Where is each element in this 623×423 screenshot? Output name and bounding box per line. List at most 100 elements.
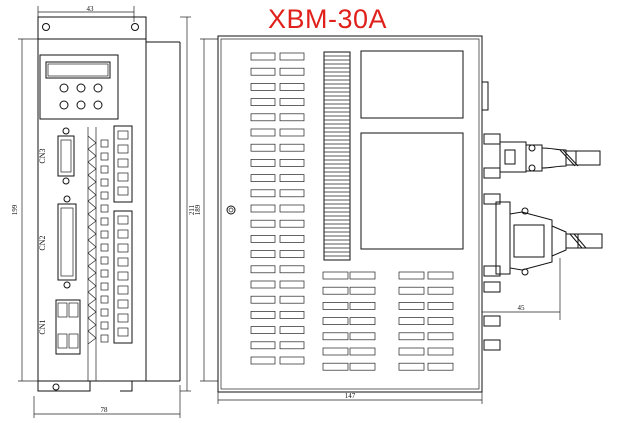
terminal-screw — [100, 269, 109, 278]
terminal-divider — [87, 252, 97, 267]
ground-screw — [226, 205, 236, 215]
terminal-divider — [87, 304, 97, 319]
vent-slot — [250, 341, 276, 350]
vent-slot — [250, 52, 276, 61]
vent-slot — [398, 271, 425, 280]
vent-slot — [250, 83, 276, 91]
vent-slot — [279, 98, 305, 106]
terminal-divider — [87, 317, 97, 332]
keypad-button — [59, 100, 69, 110]
terminal-screw — [100, 191, 109, 200]
terminal-divider — [87, 174, 97, 189]
vent-slot — [250, 113, 276, 122]
vent-slot — [279, 311, 305, 319]
cn1-connector — [55, 299, 81, 355]
vent-slot — [279, 159, 305, 167]
vent-slot — [250, 235, 276, 243]
vent-slot — [349, 271, 376, 280]
cn3-label: CN3 — [38, 148, 47, 163]
terminal-divider — [87, 200, 97, 215]
vent-slot — [349, 362, 376, 371]
terminal-pin — [117, 243, 129, 253]
led-display — [45, 61, 111, 79]
vent-slot — [279, 235, 305, 243]
terminal-block-upper — [113, 125, 133, 203]
vent-slot — [322, 317, 349, 325]
terminal-block-lower — [113, 210, 133, 344]
terminal-screw — [100, 217, 109, 226]
terminal-divider — [87, 213, 97, 228]
vent-slot — [427, 362, 454, 371]
terminal-screw — [100, 165, 109, 174]
drive-front-panel — [37, 38, 147, 382]
dim-height-inner-label: 199 — [11, 204, 19, 215]
keypad-button — [76, 100, 86, 110]
vent-slot — [427, 347, 454, 356]
vent-slot — [250, 250, 276, 258]
vent-slot — [322, 302, 349, 310]
vent-slot — [279, 67, 305, 76]
vent-slot — [398, 286, 425, 295]
vent-slot — [322, 271, 349, 280]
terminal-pin — [117, 186, 129, 196]
side-view: 189 — [194, 35, 603, 404]
vent-slot — [398, 332, 425, 341]
terminal-divider — [87, 265, 97, 280]
terminal-screw — [100, 321, 109, 330]
mount-hole-top-right — [131, 23, 139, 31]
terminal-divider — [87, 239, 97, 254]
vent-slot — [250, 204, 276, 213]
side-dim-height-label: 189 — [194, 204, 202, 215]
terminal-divider — [87, 135, 97, 150]
cn2-connector — [57, 203, 77, 281]
vent-slot — [279, 174, 305, 182]
vent-slot — [349, 332, 376, 341]
cn2-label: CN2 — [38, 235, 47, 250]
vent-slot — [250, 128, 276, 137]
terminal-screw — [100, 334, 109, 343]
vent-slot — [250, 326, 276, 334]
vent-slot — [279, 280, 305, 289]
terminal-divider — [87, 278, 97, 293]
terminal-pin — [117, 215, 129, 225]
terminal-screw — [100, 152, 109, 161]
terminal-screw — [100, 230, 109, 239]
encoder-cable-connector — [483, 193, 603, 277]
vent-slot — [250, 174, 276, 182]
terminal-pin — [117, 299, 129, 309]
vent-slot — [427, 271, 454, 280]
vent-slot — [279, 204, 305, 213]
vent-slot — [279, 295, 305, 304]
terminal-strip — [87, 130, 129, 345]
front-view: 43 CN3 CN2 — [11, 5, 196, 418]
vent-slot — [322, 362, 349, 371]
dim-height-outer-label: 211 — [188, 204, 196, 215]
terminal-screw — [100, 282, 109, 291]
terminal-screw — [100, 295, 109, 304]
vent-slot — [250, 143, 276, 152]
terminal-screw — [100, 178, 109, 187]
vent-slot — [349, 302, 376, 310]
side-dim-width-label: 147 — [345, 392, 356, 400]
ventilation-slots — [250, 52, 454, 371]
terminal-divider — [87, 330, 97, 345]
terminal-pin — [117, 229, 129, 239]
cn3-connector — [57, 135, 75, 177]
vent-slot — [279, 143, 305, 152]
terminal-pin — [117, 285, 129, 295]
terminal-divider — [87, 161, 97, 176]
dim-width-label: 78 — [101, 406, 109, 414]
vent-slot — [250, 189, 276, 198]
vent-slot — [279, 83, 305, 91]
vent-slot — [279, 52, 305, 61]
vent-slot — [427, 302, 454, 310]
vent-slot — [279, 250, 305, 258]
vent-slot — [279, 265, 305, 274]
terminal-screw — [100, 243, 109, 252]
vent-slot — [279, 341, 305, 350]
vent-slot — [398, 362, 425, 371]
side-window-upper — [360, 50, 464, 119]
vent-slot — [250, 159, 276, 167]
vent-slot — [427, 317, 454, 325]
